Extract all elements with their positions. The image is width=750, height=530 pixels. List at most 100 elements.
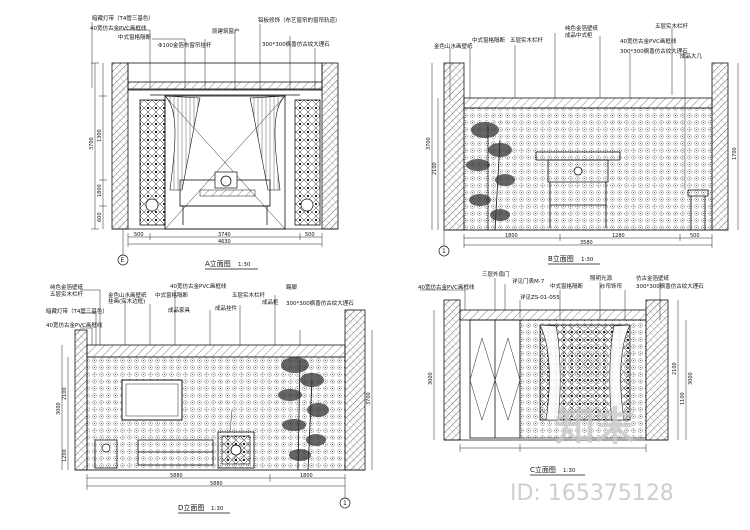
panel-c-window <box>539 324 631 421</box>
panel-c-label-4: 详见ZS-01-055 <box>520 293 560 301</box>
panel-a-daybed <box>179 171 271 225</box>
panel-c-height-2: 2100 <box>672 362 678 375</box>
panel-d-label-12: 成品柜 <box>262 298 279 306</box>
panel-d-cornice <box>86 344 346 358</box>
panel-c-door <box>469 319 521 439</box>
panel-a-curtain-left <box>164 95 201 191</box>
panel-c-label-9: 300*300枫香仿古纹大理石 <box>636 282 704 290</box>
panel-a-scale: 1:30 <box>238 262 251 268</box>
panel-a-height-2: 1300 <box>97 129 103 142</box>
panel-b-label-7: 300*300枫香仿古纹大理石 <box>620 47 688 55</box>
panel-b-side-table <box>687 189 709 230</box>
panel-a-elevation: 暗藏灯带（T4管三基色） 40宽仿古金PVC画框线 中式窗格隔断 Φ100金箔布… <box>89 14 341 270</box>
panel-c-height-1: 3000 <box>428 372 434 385</box>
panel-d-height-3: 1200 <box>62 449 68 462</box>
panel-c-title: C立面图 <box>530 465 556 474</box>
panel-c-label-5: 中式窗格隔断 <box>550 282 584 290</box>
panel-d-label-9: 成品家具 <box>168 306 191 314</box>
panel-b-title: B立面图 <box>548 254 574 263</box>
panel-b-wallpaper <box>463 107 713 231</box>
panel-b-height-dims <box>431 63 739 230</box>
panel-d-cabinet <box>217 431 255 469</box>
panel-c-label-8: 仿古金箔壁纸 <box>636 274 670 282</box>
panel-d-sofa <box>94 439 214 469</box>
panel-a-label-1: 暗藏灯带（T4管三基色） <box>92 14 154 22</box>
panel-d-right-wall <box>344 309 366 471</box>
panel-a-width-dims <box>127 233 323 247</box>
panel-d-grid-label: 1 <box>343 500 347 507</box>
panel-d-dim-1: 5880 <box>170 473 183 479</box>
watermark-id: ID: 165375128 <box>510 481 674 506</box>
panel-a-curtain-right <box>249 95 286 191</box>
panel-b-elevation: 金色山水画壁纸 中式窗格隔断 五层实木栏杆 纯色金箔壁纸 成品中式柜 40宽仿古… <box>426 22 739 265</box>
panel-c-label-6: 照明光源 <box>590 274 613 282</box>
panel-d-leaders <box>80 289 301 345</box>
panel-b-dim-1: 1800 <box>505 233 518 239</box>
panel-b-dim-4: 3580 <box>580 240 593 246</box>
panel-b-cabinet <box>535 151 621 228</box>
watermark-brand: 知末 <box>555 404 635 450</box>
panel-d-label-5: 金色山水画壁纸 <box>108 291 147 299</box>
panel-d-label-14: 踢脚 <box>286 283 298 291</box>
watermark: 知末 ID: 165375128 <box>510 404 674 506</box>
panel-a-grid-bubble <box>117 254 129 266</box>
panel-b-grid-bubble <box>438 245 450 257</box>
panel-a-height-4: 600 <box>97 212 103 222</box>
panel-c-left-wall <box>443 299 461 441</box>
panel-d-plant <box>278 357 329 471</box>
panel-b-label-5: 成品中式柜 <box>565 31 593 39</box>
panel-a-height-dims <box>91 62 107 230</box>
panel-b-height-2: 2100 <box>432 162 438 175</box>
panel-d-label-13: 300*300枫香仿古纹大理石 <box>286 299 354 307</box>
panel-a-height-3: 1800 <box>97 184 103 197</box>
panel-d-dim-3: 5880 <box>210 481 223 487</box>
panel-a-dim-3: 500 <box>305 232 315 238</box>
panel-d-label-8: 40宽仿古金PVC画框线 <box>170 282 227 290</box>
panel-d-height-4: 3700 <box>366 392 372 405</box>
panel-d-dim-2: 1800 <box>300 473 313 479</box>
panel-d-elevation: 纯色金箔壁纸 五层实木栏杆 暗藏灯带（T4管三基色） 40宽仿古金PVC画框线 … <box>46 282 373 514</box>
panel-a-height-1: 3700 <box>89 137 95 150</box>
panel-d-label-1: 纯色金箔壁纸 <box>50 283 84 291</box>
panel-a-grid-label: E <box>121 257 125 264</box>
panel-d-height-1: 3000 <box>56 402 62 415</box>
panel-d-label-10: 成品挂件 <box>215 304 238 312</box>
panel-b-label-8: 五层实木栏杆 <box>655 22 689 30</box>
panel-d-painting <box>121 379 183 421</box>
panel-d-label-11: 五层实木栏杆 <box>232 291 266 299</box>
panel-d-label-7: 中式窗格隔断 <box>155 291 189 299</box>
panel-a-right-wall <box>321 62 339 230</box>
panel-a-title: A立面图 <box>205 259 231 268</box>
panel-b-width-dims <box>463 234 713 248</box>
panel-b-dim-2: 1280 <box>612 233 625 239</box>
panel-c-label-3: 40宽仿古金PVC画框线 <box>418 283 475 291</box>
panel-c-height-3: 1100 <box>680 392 686 405</box>
panel-a-label-5: 原建筑窗户 <box>212 27 240 35</box>
panel-a-left-wall <box>111 62 129 230</box>
panel-a-label-7: 300*300枫香仿古纹大理石 <box>262 40 330 48</box>
panel-a-label-4: Φ100金箔布窗帘挂杆 <box>158 41 212 49</box>
panel-b-left-wall <box>443 62 465 231</box>
panel-a-dim-4: 4630 <box>218 239 231 245</box>
panel-d-scale: 1:30 <box>211 506 224 512</box>
panel-b-grid-label: 1 <box>442 248 446 255</box>
panel-b-height-3: 1700 <box>732 147 738 160</box>
panel-b-height-1: 3700 <box>426 137 432 150</box>
panel-a-dim-2: 3740 <box>218 232 231 238</box>
panel-c-label-2: 详见门表M-7 <box>512 277 545 285</box>
panel-c-height-dims <box>433 300 687 440</box>
panel-d-height-2: 2100 <box>62 387 68 400</box>
panel-d-label-2: 五层实木栏杆 <box>50 290 84 298</box>
panel-c-cornice <box>459 309 647 321</box>
panel-b-label-1: 金色山水画壁纸 <box>434 42 473 50</box>
panel-d-grid-bubble <box>339 497 351 509</box>
panel-c-label-7: 纱帘饰帘 <box>600 282 623 290</box>
panel-b-label-9: 成品大几 <box>680 52 703 60</box>
panel-b-cornice <box>463 97 713 109</box>
panel-b-label-4: 纯色金箔壁纸 <box>565 24 599 32</box>
panel-c-right-wall <box>645 299 669 441</box>
panel-a-cornice <box>127 81 323 91</box>
panel-b-plant <box>466 122 515 231</box>
panel-d-height-dims <box>61 330 373 470</box>
